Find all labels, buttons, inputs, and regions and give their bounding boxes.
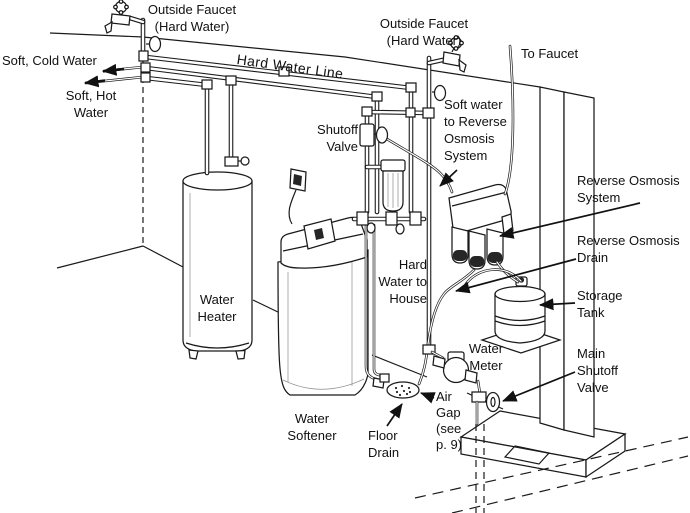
foundation-sill <box>459 410 627 479</box>
label-outside-faucet-left: Outside Faucet (Hard Water) <box>147 2 237 34</box>
label-floor-drain: Floor Drain <box>368 428 400 460</box>
main-shutoff-valve-arrow <box>502 371 576 402</box>
label-water-meter: Water Meter <box>468 341 504 373</box>
soft-water-to-ro-arrow <box>439 169 458 187</box>
floor-drain-arrow <box>386 403 403 427</box>
pipe-fittings <box>138 50 435 235</box>
faucet-spout <box>458 58 467 73</box>
label-main-shutoff-valve: Main Shutoff Valve <box>577 346 618 395</box>
label-to-faucet: To Faucet <box>521 46 579 61</box>
shutoff-valve <box>359 123 389 147</box>
soft-hot-flow-arrow <box>84 75 106 88</box>
label-reverse-osmosis-drain: Reverse Osmosis Drain <box>577 233 680 265</box>
floor-drain <box>372 373 420 399</box>
storage-tank-arrow <box>539 298 576 311</box>
label-hard-water-to-house: Hard Water to House <box>378 257 427 306</box>
heater-valve <box>224 156 239 167</box>
storage-tank <box>480 276 562 354</box>
label-storage-tank: Storage Tank <box>577 288 623 320</box>
main-shutoff-valve <box>485 391 501 413</box>
label-water-heater: Water Heater <box>197 292 237 324</box>
faucet-valve-handle <box>433 84 447 102</box>
faucet-valve-handle <box>148 35 162 53</box>
label-soft-cold-water: Soft, Cold Water <box>2 53 97 68</box>
label-reverse-osmosis-system: Reverse Osmosis System <box>577 173 680 205</box>
label-soft-hot-water: Soft, Hot Water <box>65 88 117 120</box>
sediment-filter <box>380 159 406 212</box>
arrows <box>84 63 641 427</box>
floor-drain-cover <box>386 381 420 399</box>
faucet-spout <box>104 20 113 34</box>
meter-body <box>442 356 470 384</box>
water-heater <box>182 171 253 360</box>
heater-foot <box>235 349 246 360</box>
ro-drain-arrow <box>455 258 577 294</box>
power-outlet <box>288 168 307 225</box>
label-outside-faucet-right: Outside Faucet (Hard Water) <box>379 16 469 48</box>
water-meter <box>422 344 487 426</box>
label-shutoff-valve: Shutoff Valve <box>317 122 358 154</box>
outside-faucet-left <box>104 0 162 53</box>
heater-foot <box>188 349 199 360</box>
outside-faucet-right <box>432 35 467 102</box>
water-softener <box>277 216 369 396</box>
wall-lines <box>49 32 541 410</box>
shutoff-valve-handle <box>375 126 389 144</box>
soft-cold-flow-arrow <box>102 63 125 76</box>
label-soft-water-to-ro: Soft water to Reverse Osmosis System <box>444 97 507 163</box>
label-water-softener: Water Softener <box>287 411 337 443</box>
air-gap-arrow <box>420 392 436 404</box>
buried-pipe-dashed-lines <box>414 424 689 513</box>
main-shutoff-valve-wheel <box>485 391 501 413</box>
reverse-osmosis-unit <box>448 183 514 270</box>
power-cord <box>288 189 297 225</box>
label-air-gap: Air Gap (see p. 9) <box>436 389 463 452</box>
ro-system-arrow <box>499 202 641 239</box>
